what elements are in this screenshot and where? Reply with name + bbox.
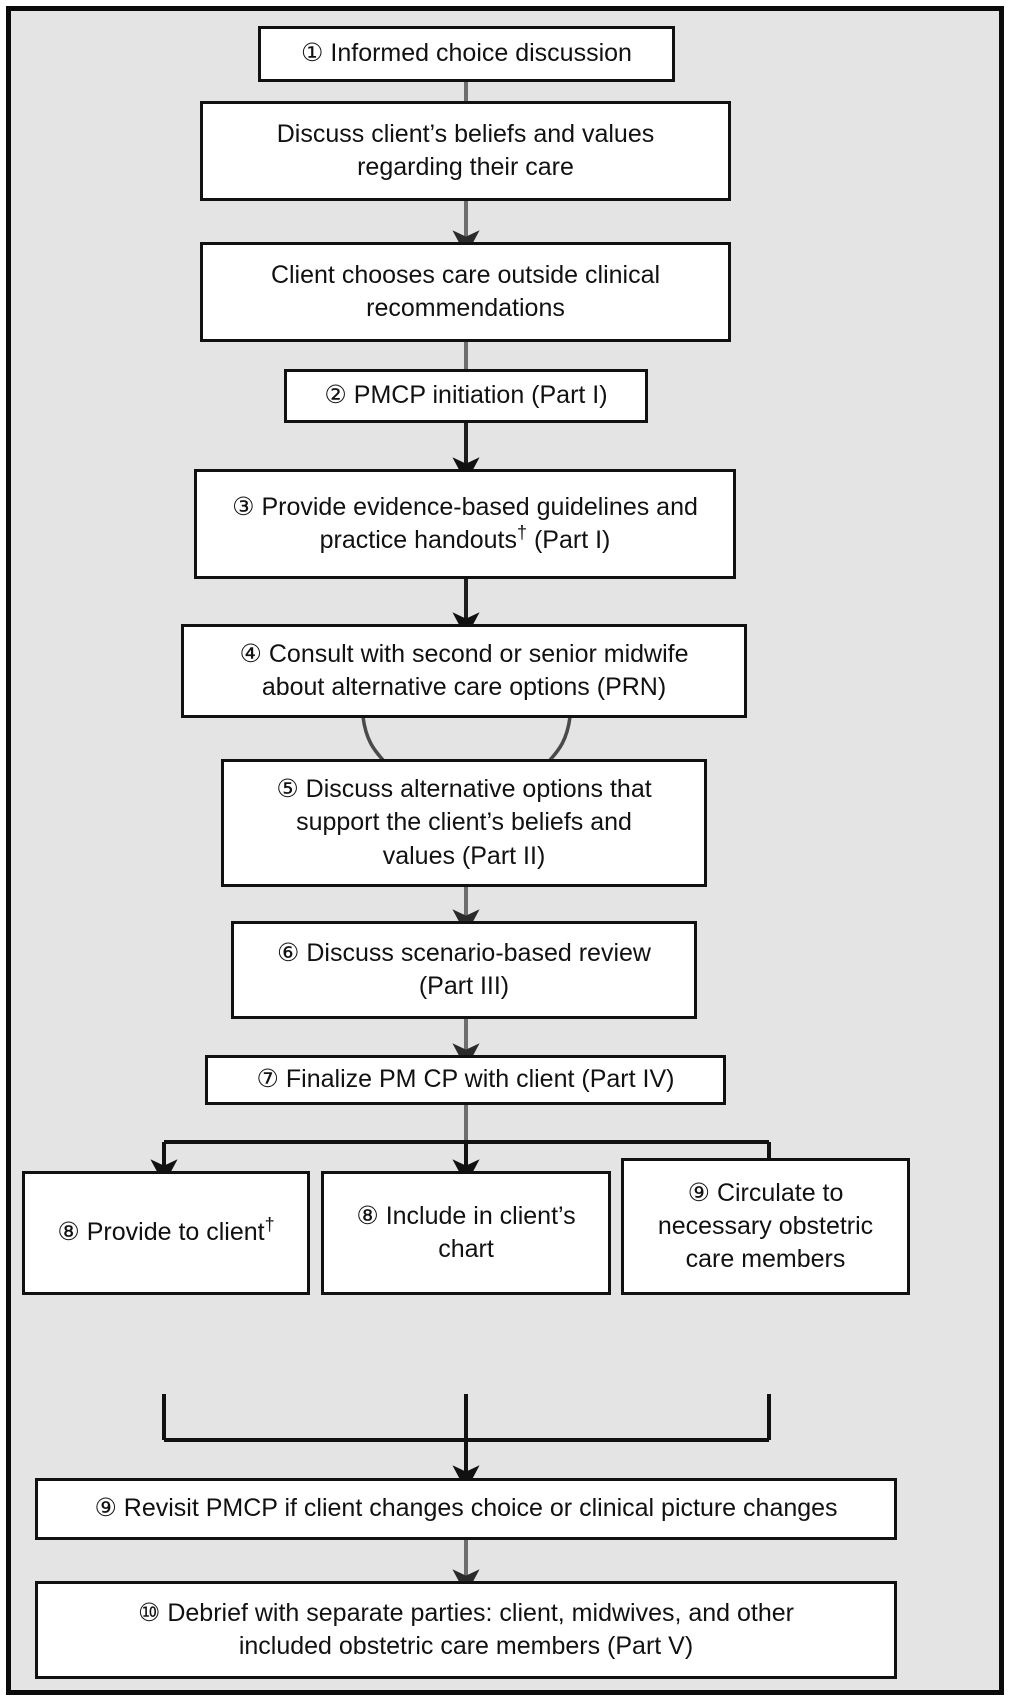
node-line: practice handouts† (Part I) [319,522,611,554]
node-label: ⑧ Include in client’s chart [334,1200,598,1267]
node-line: ⑩ Debrief with separate parties: client,… [137,1598,795,1627]
node-label: ⑦ Finalize PM CP with client (Part IV) [256,1065,675,1094]
node-label: ⑥ Discuss scenario-based review (Part II… [244,937,684,1004]
node-finalize-pmcp-with-client[interactable]: ⑦ Finalize PM CP with client (Part IV) [205,1055,726,1105]
node-provide-guidelines-handouts[interactable]: ③ Provide evidence-based guidelines and … [194,469,736,579]
dagger-marker: † [517,522,528,543]
node-line: included obstetric care members (Part V) [238,1632,694,1660]
node-include-in-client-chart[interactable]: ⑧ Include in client’s chart [321,1171,611,1295]
node-line: values (Part II) [382,841,546,870]
node-line: Discuss client’s beliefs and values [276,119,655,148]
node-label: ⑤ Discuss alternative options that suppo… [234,773,694,873]
node-pmcp-initiation[interactable]: ② PMCP initiation (Part I) [284,369,648,423]
node-line: support the client’s beliefs and [296,808,632,837]
node-circulate-to-obstetric-members[interactable]: ⑨ Circulate to necessary obstetric care … [621,1158,910,1295]
node-line: necessary obstetric [657,1211,874,1240]
node-label: Client chooses care outside clinical rec… [213,259,718,326]
node-label: ④ Consult with second or senior midwife … [194,638,734,705]
node-client-chooses-care-outside[interactable]: Client chooses care outside clinical rec… [200,242,731,342]
node-label: ③ Provide evidence-based guidelines and … [207,491,723,558]
node-label: ⑩ Debrief with separate parties: client,… [48,1597,884,1664]
node-revisit-pmcp[interactable]: ⑨ Revisit PMCP if client changes choice … [35,1478,897,1540]
node-line: ⑨ Circulate to [687,1178,844,1207]
node-debrief-separate-parties[interactable]: ⑩ Debrief with separate parties: client,… [35,1581,897,1679]
node-line: regarding their care [357,153,574,181]
node-label: ② PMCP initiation (Part I) [324,381,608,410]
dagger-marker: † [264,1215,275,1236]
node-line: about alternative care options (PRN) [261,673,667,701]
node-line: (Part III) [418,972,510,1000]
node-provide-to-client[interactable]: ⑧ Provide to client† [22,1171,310,1295]
node-consult-second-senior-midwife[interactable]: ④ Consult with second or senior midwife … [181,624,747,718]
node-label: ① Informed choice discussion [301,39,632,68]
node-line: ⑧ Include in client’s [356,1201,576,1230]
node-informed-choice-discussion[interactable]: ① Informed choice discussion [258,26,675,82]
node-discuss-beliefs-values[interactable]: Discuss client’s beliefs and values rega… [200,101,731,201]
node-label: ⑨ Revisit PMCP if client changes choice … [94,1494,838,1523]
node-line: ③ Provide evidence-based guidelines and [232,492,698,521]
node-label: ⑨ Circulate to necessary obstetric care … [634,1177,897,1277]
node-discuss-scenario-based-review[interactable]: ⑥ Discuss scenario-based review (Part II… [231,921,697,1019]
node-line: ⑥ Discuss scenario-based review [277,938,651,967]
node-line: ⑤ Discuss alternative options that [276,775,652,804]
node-line: recommendations [366,294,565,322]
node-discuss-alternative-options[interactable]: ⑤ Discuss alternative options that suppo… [221,759,707,887]
node-line: care members [685,1245,846,1274]
node-label: Discuss client’s beliefs and values rega… [213,118,718,185]
node-line: chart [438,1235,494,1263]
node-line: ④ Consult with second or senior midwife [239,639,689,668]
node-label: ⑧ Provide to client† [35,1216,297,1249]
node-line: Client chooses care outside clinical [270,260,661,289]
node-line: ⑧ Provide to client† [57,1215,275,1247]
